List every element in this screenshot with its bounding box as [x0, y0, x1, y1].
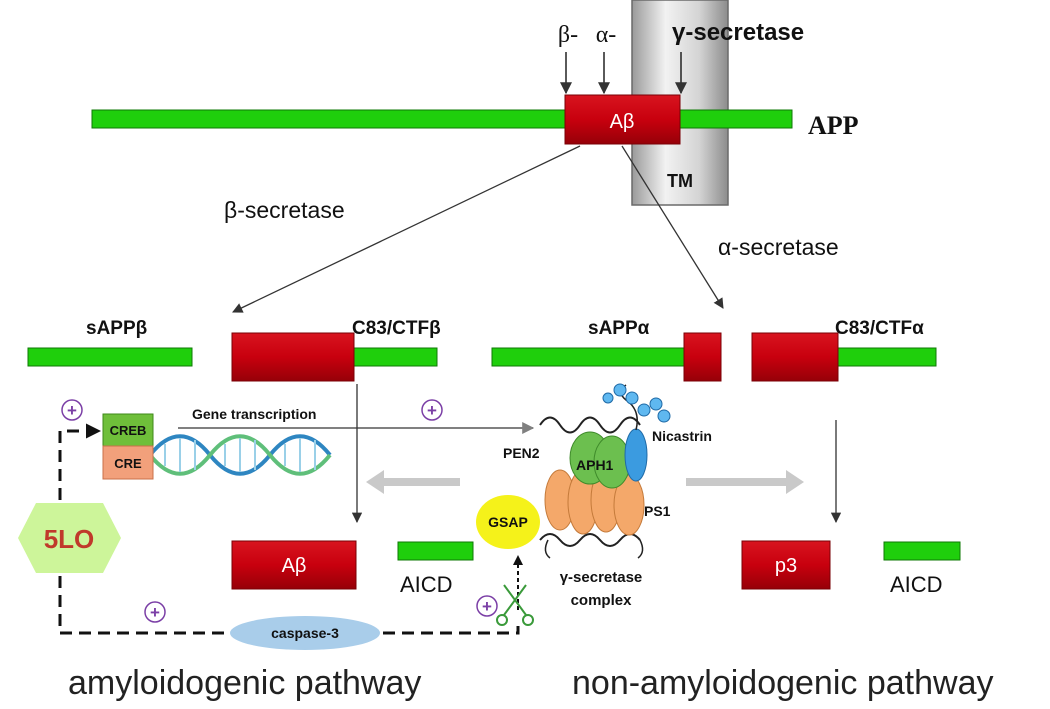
ctfa-red-box — [751, 332, 839, 382]
pen2-label: PEN2 — [503, 445, 540, 461]
plus-sign: + — [427, 401, 437, 420]
caspase-3-ellipse — [230, 616, 380, 650]
ctfb-abeta-box — [231, 332, 355, 382]
beta-cleavage-label: β- — [558, 22, 578, 48]
app-label: APP — [808, 111, 859, 140]
complex-label-line1: γ-secretase — [560, 569, 643, 586]
alpha-cleavage-label: α- — [596, 22, 617, 48]
scissors-icon — [496, 584, 534, 626]
abeta-domain-box — [564, 94, 681, 145]
plus-sign: + — [150, 603, 160, 622]
ctfa-tail — [835, 347, 937, 367]
5lo-to-creb-dashed-path — [58, 423, 101, 500]
5lo-hexagon — [18, 503, 121, 573]
ctfb-tail — [353, 347, 438, 367]
amyloidogenic-pathway-label: amyloidogenic pathway — [68, 664, 421, 702]
p3-product-label: p3 — [775, 555, 797, 577]
beta-secretase-arrow — [232, 145, 581, 313]
aph1-label: APH1 — [576, 457, 614, 473]
abeta-product-label: Aβ — [282, 555, 307, 577]
plus-sign: + — [67, 401, 77, 420]
non-amyloidogenic-pathway-arrowhead — [786, 470, 804, 494]
5lo-label: 5LO — [44, 524, 95, 554]
caspase-3-label: caspase-3 — [271, 625, 339, 641]
beta-secretase-label: β-secretase — [224, 197, 345, 223]
non-amyloidogenic-pathway-label: non-amyloidogenic pathway — [572, 664, 993, 702]
abeta-domain-label: Aβ — [610, 111, 635, 133]
cre-box — [102, 445, 154, 480]
amyloidogenic-pathway-arrowhead — [366, 470, 384, 494]
gsap-ellipse — [476, 495, 540, 549]
creb-box — [102, 413, 154, 447]
aicd-left-label: AICD — [400, 572, 453, 597]
ps1-label: PS1 — [644, 503, 671, 519]
p3-product-box — [741, 540, 831, 590]
c83-ctfb-label: C83/CTFβ — [352, 318, 441, 339]
plus-circle-transcription: + — [421, 399, 443, 421]
gene-transcription-label: Gene transcription — [192, 406, 316, 422]
plus-circle-gsap: + — [476, 595, 498, 617]
sappa-fragment — [491, 347, 688, 367]
alpha-secretase-arrow — [621, 145, 724, 309]
alpha-secretase-label: α-secretase — [718, 234, 839, 260]
sappb-label: sAPPβ — [86, 318, 147, 339]
aicd-right-bar — [883, 541, 961, 561]
plus-sign: + — [482, 597, 492, 616]
gamma-secretase-label: γ-secretase — [672, 19, 804, 46]
nicastrin-label: Nicastrin — [652, 428, 712, 444]
complex-label-line2: complex — [571, 592, 633, 609]
creb-label: CREB — [110, 423, 147, 438]
abeta-product-box — [231, 540, 357, 590]
sappb-fragment — [27, 347, 193, 367]
cre-label: CRE — [114, 456, 142, 471]
plus-circle-caspase: + — [144, 601, 166, 623]
gsap-label: GSAP — [488, 514, 528, 530]
dna-helix — [148, 434, 332, 476]
aicd-right-label: AICD — [890, 572, 943, 597]
aicd-left-bar — [397, 541, 474, 561]
app-bar — [91, 109, 793, 129]
sappa-label: sAPPα — [588, 318, 650, 339]
c83-ctfa-label: C83/CTFα — [835, 318, 924, 339]
sappa-red-box — [683, 332, 722, 382]
gamma-secretase-complex-graphic — [539, 383, 671, 559]
tm-label: TM — [667, 171, 693, 191]
plus-circle-creb: + — [61, 399, 83, 421]
